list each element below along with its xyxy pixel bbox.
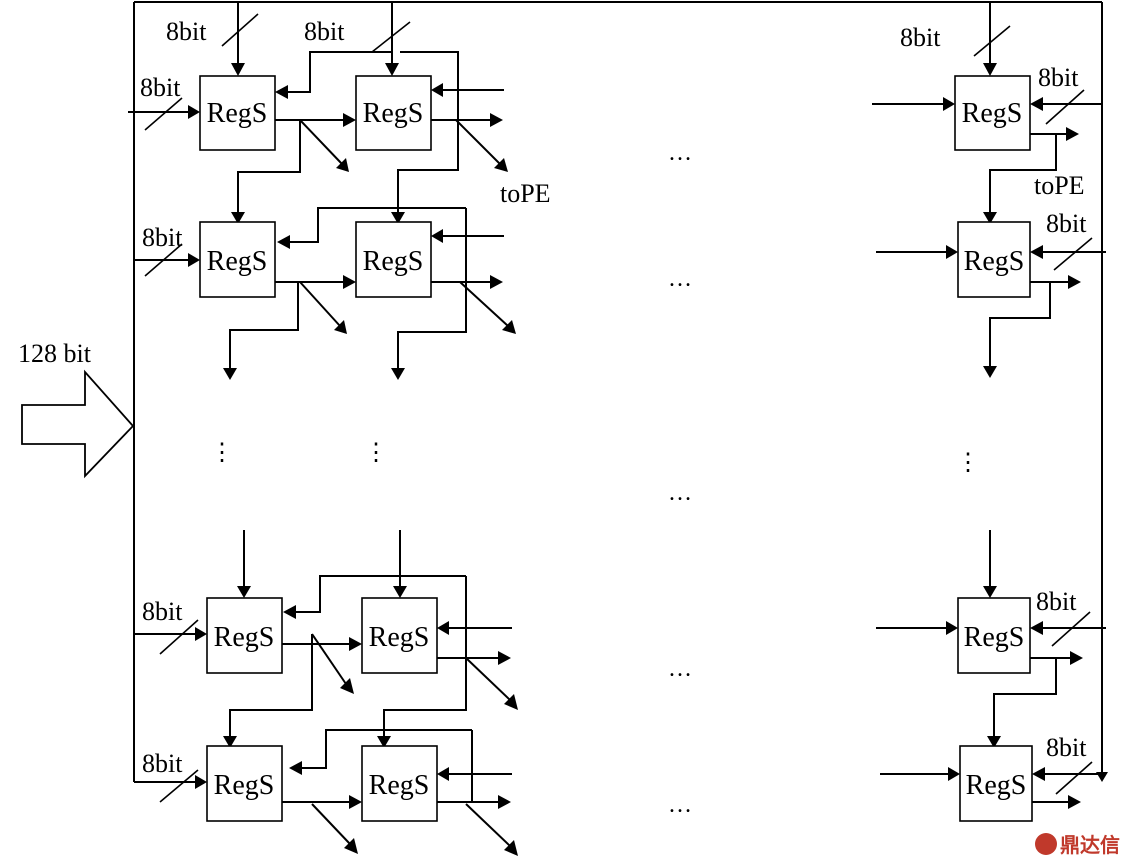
regs-label: RegS xyxy=(964,246,1025,277)
width-label: 8bit xyxy=(304,17,345,46)
width-label: 8bit xyxy=(1046,733,1087,762)
regs-box xyxy=(199,221,276,298)
regs-label: RegS xyxy=(363,246,424,277)
regs-label: RegS xyxy=(369,770,430,801)
ellipsis-vertical: ⋮ xyxy=(364,440,388,466)
regs-label: RegS xyxy=(207,98,268,129)
width-labels: 8bit 8bit 8bit 8bit 8bit 8bit 8bit 8bit … xyxy=(140,17,1087,778)
regs-label: RegS xyxy=(964,622,1025,653)
width-label: 8bit xyxy=(900,23,941,52)
regs-label: RegS xyxy=(214,622,275,653)
width-label: 8bit xyxy=(1036,587,1077,616)
watermark: 鼎达信 xyxy=(1035,833,1120,857)
regs-label: RegS xyxy=(369,622,430,653)
tope-label: toPE xyxy=(1034,171,1085,200)
watermark-text: 鼎达信 xyxy=(1060,833,1120,857)
regs-box xyxy=(355,75,432,151)
width-label: 8bit xyxy=(142,597,183,626)
width-label: 8bit xyxy=(142,223,183,252)
width-label: 8bit xyxy=(142,749,183,778)
ellipsis-horizontal: … xyxy=(668,792,692,818)
width-label: 8bit xyxy=(1046,209,1087,238)
regs-box xyxy=(959,745,1033,822)
ellipsis-horizontal: … xyxy=(668,480,692,506)
row-2 xyxy=(134,207,1106,380)
bus-lines xyxy=(133,1,1108,782)
ellipsis-vertical: ⋮ xyxy=(210,440,234,466)
width-label: 8bit xyxy=(140,73,181,102)
regs-label: RegS xyxy=(966,770,1027,801)
regs-labels: RegS RegS RegS RegS RegS RegS RegS RegS … xyxy=(207,98,1027,801)
ellipsis-horizontal: … xyxy=(668,656,692,682)
regs-box xyxy=(361,745,438,822)
regs-box xyxy=(957,597,1031,674)
regs-label: RegS xyxy=(962,98,1023,129)
regs-box xyxy=(957,221,1031,298)
ellipsis-marks: … … … … … ⋮ ⋮ ⋮ xyxy=(210,140,980,818)
regs-box xyxy=(361,597,438,674)
regs-box xyxy=(355,221,432,298)
input-bus-arrow xyxy=(21,369,135,479)
regs-box xyxy=(206,597,283,674)
regs-label: RegS xyxy=(363,98,424,129)
row-4 xyxy=(134,729,1102,856)
ellipsis-horizontal: … xyxy=(668,140,692,166)
row-3 xyxy=(134,530,1106,748)
tope-label: toPE xyxy=(500,179,551,208)
input-width-label: 128 bit xyxy=(18,339,92,368)
width-label: 8bit xyxy=(166,17,207,46)
watermark-logo-icon xyxy=(1035,833,1057,855)
regs-label: RegS xyxy=(207,246,268,277)
regs-box xyxy=(206,745,283,822)
regs-box xyxy=(954,75,1031,151)
regs-label: RegS xyxy=(214,770,275,801)
row-1 xyxy=(128,2,1102,224)
ellipsis-vertical: ⋮ xyxy=(956,450,980,476)
ellipsis-horizontal: … xyxy=(668,266,692,292)
regs-box xyxy=(199,75,276,151)
width-label: 8bit xyxy=(1038,63,1079,92)
